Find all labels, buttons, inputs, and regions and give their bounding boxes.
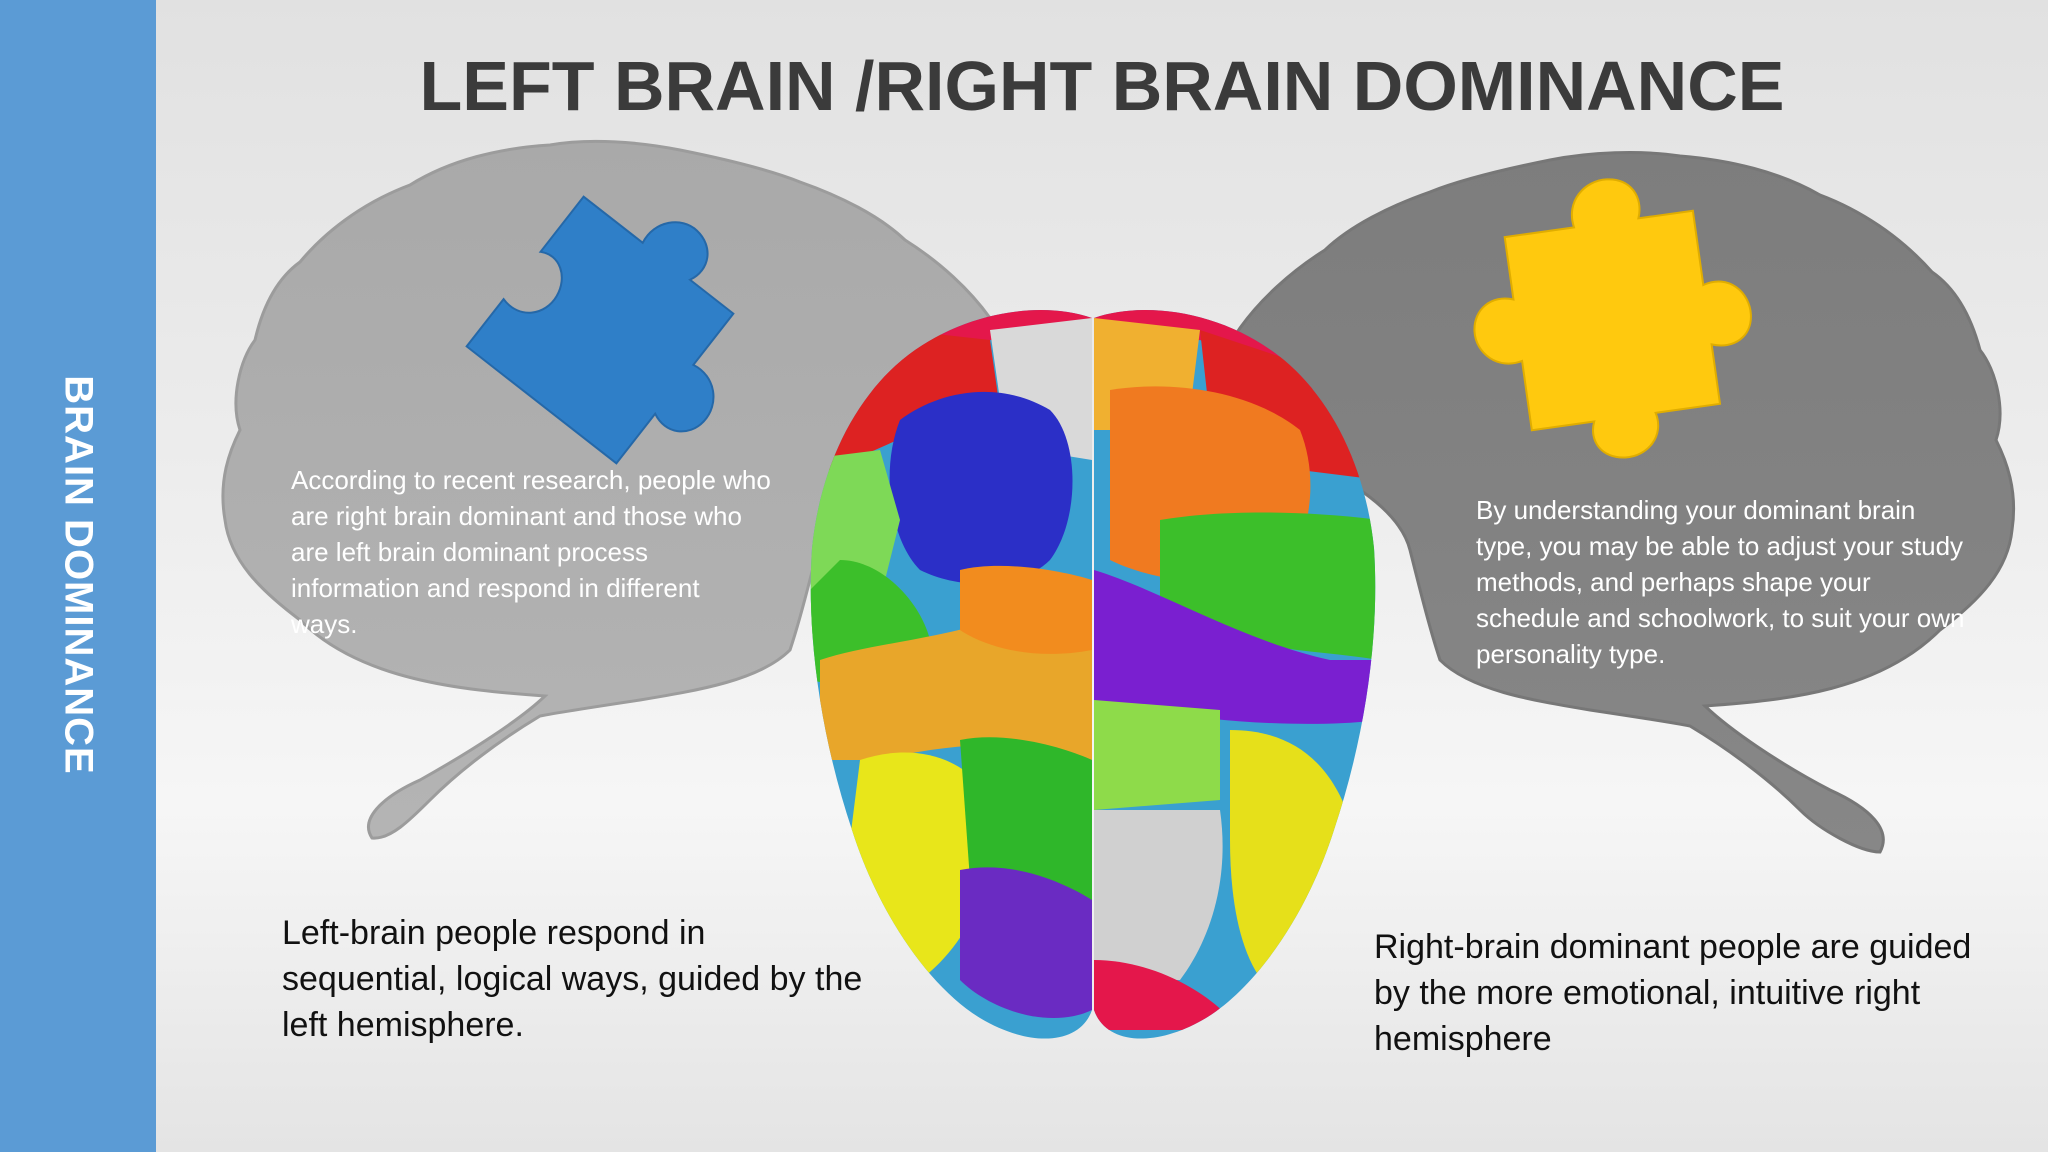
sidebar: BRAIN DOMINANCE: [0, 0, 156, 1152]
yellow-puzzle-piece-icon: [1473, 178, 1752, 459]
right-brain-caption: Right-brain dominant people are guided b…: [1374, 928, 1972, 1058]
left-thought-bubble: [221, 139, 1022, 840]
left-brain-caption: Left-brain people respond in sequential,…: [282, 914, 863, 1044]
blue-puzzle-piece-icon: [465, 195, 735, 465]
page-title: LEFT BRAIN /RIGHT BRAIN DOMINANCE: [419, 47, 1785, 125]
colorful-brain-icon: [810, 310, 1376, 1039]
left-bubble-text: According to recent research, people who…: [291, 465, 771, 639]
right-thought-bubble: [1222, 151, 2016, 854]
right-bubble-text: By understanding your dominant brain typ…: [1476, 495, 1965, 669]
